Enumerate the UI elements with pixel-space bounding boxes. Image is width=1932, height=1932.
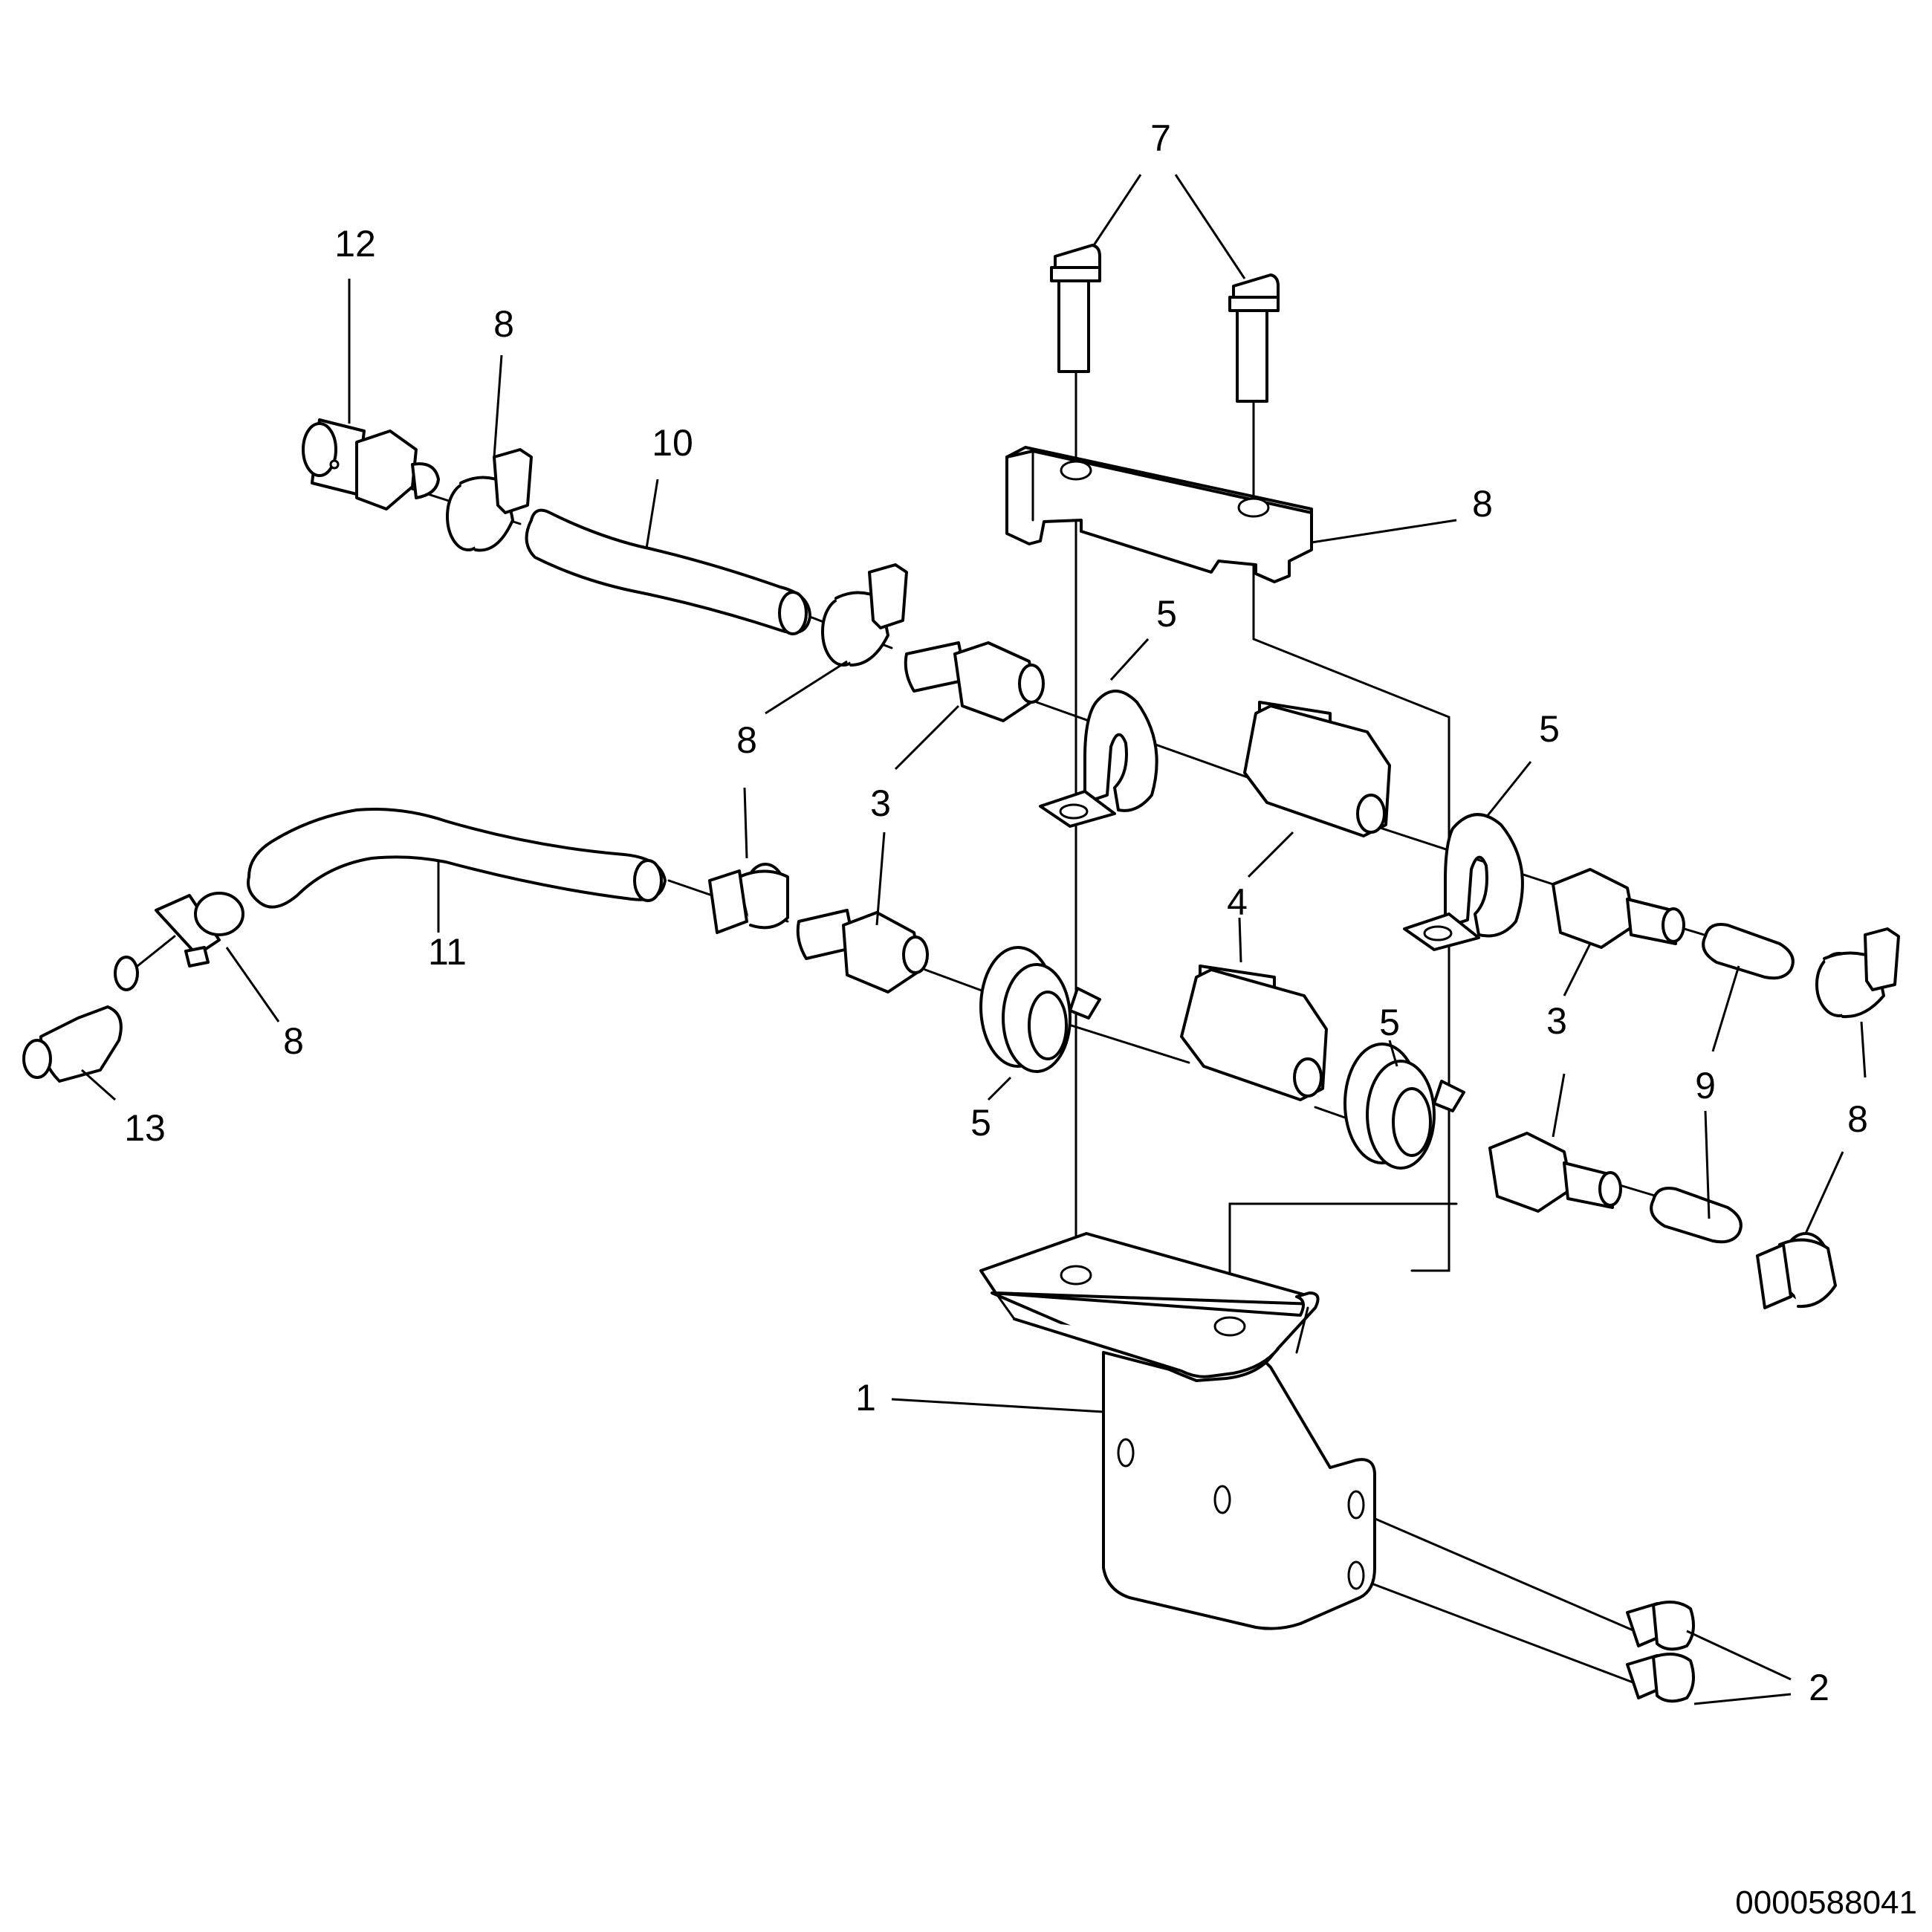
callout-6: 7	[1150, 117, 1171, 159]
callout-4: 4	[1227, 881, 1248, 923]
callout-13: 13	[124, 1107, 166, 1149]
bracket	[979, 1232, 1376, 1630]
hose-clamp-right-lower	[1756, 1232, 1837, 1309]
swivel-fitting	[302, 418, 440, 510]
union-fitting-right-upper	[1552, 868, 1685, 949]
p-clamp-upper	[1039, 690, 1158, 828]
drawing-reference-number: 0000588041	[1735, 1884, 1917, 1921]
hose-clamp-lower-middle	[708, 863, 789, 934]
bracket-bolt-lower	[1626, 1653, 1695, 1703]
hose-clamp-lower-left	[155, 892, 244, 967]
callout-5: 5	[970, 1102, 991, 1144]
callout-12: 12	[334, 223, 376, 265]
union-fitting-upper	[904, 641, 1045, 722]
grommet-lower-left	[979, 946, 1101, 1073]
callout-5: 5	[1156, 593, 1177, 635]
hose-end-fitting	[22, 956, 139, 1083]
callout-9: 9	[1695, 1065, 1716, 1106]
upper-hose	[525, 508, 811, 635]
callout-3: 3	[870, 782, 891, 824]
callout-11: 11	[428, 931, 467, 973]
p-clamp-right-upper	[1403, 813, 1524, 951]
callout-1: 1	[855, 1377, 876, 1419]
hose-clamp-upper-left	[446, 448, 533, 552]
callout-5: 5	[1379, 1002, 1400, 1043]
callout-3: 3	[1546, 1000, 1567, 1042]
lower-hose	[247, 808, 667, 909]
clamp-cap	[1005, 446, 1313, 583]
cap-bolt-right	[1228, 273, 1280, 403]
ball-valve-upper	[1243, 701, 1391, 837]
callout-labels: 7 8 5 5 8 3 8 3 4 5 5 3 9 8 12 8 10 11 8…	[124, 117, 1868, 1708]
leader-lines	[81, 174, 1867, 1705]
callout-2: 2	[1809, 1667, 1829, 1708]
union-fitting-lower	[796, 909, 929, 993]
callout-7: 8	[1472, 483, 1493, 525]
callout-10: 10	[652, 422, 693, 464]
union-fitting-right-lower	[1488, 1132, 1622, 1213]
callout-5: 5	[1539, 708, 1560, 750]
callout-8: 8	[493, 303, 514, 345]
hose-clamp-right-upper	[1815, 927, 1900, 1019]
cap-bolt-left	[1050, 244, 1101, 373]
callout-8: 8	[736, 719, 757, 761]
ball-valve-lower	[1180, 965, 1328, 1101]
callout-8: 8	[1847, 1098, 1868, 1140]
grommet-lower-right	[1343, 1043, 1465, 1170]
hose-clamp-upper-right	[821, 563, 908, 667]
short-hose-lower	[1650, 1187, 1743, 1244]
callout-8: 8	[283, 1020, 304, 1062]
bracket-bolt-upper	[1626, 1601, 1695, 1651]
short-hose-upper	[1702, 923, 1795, 980]
